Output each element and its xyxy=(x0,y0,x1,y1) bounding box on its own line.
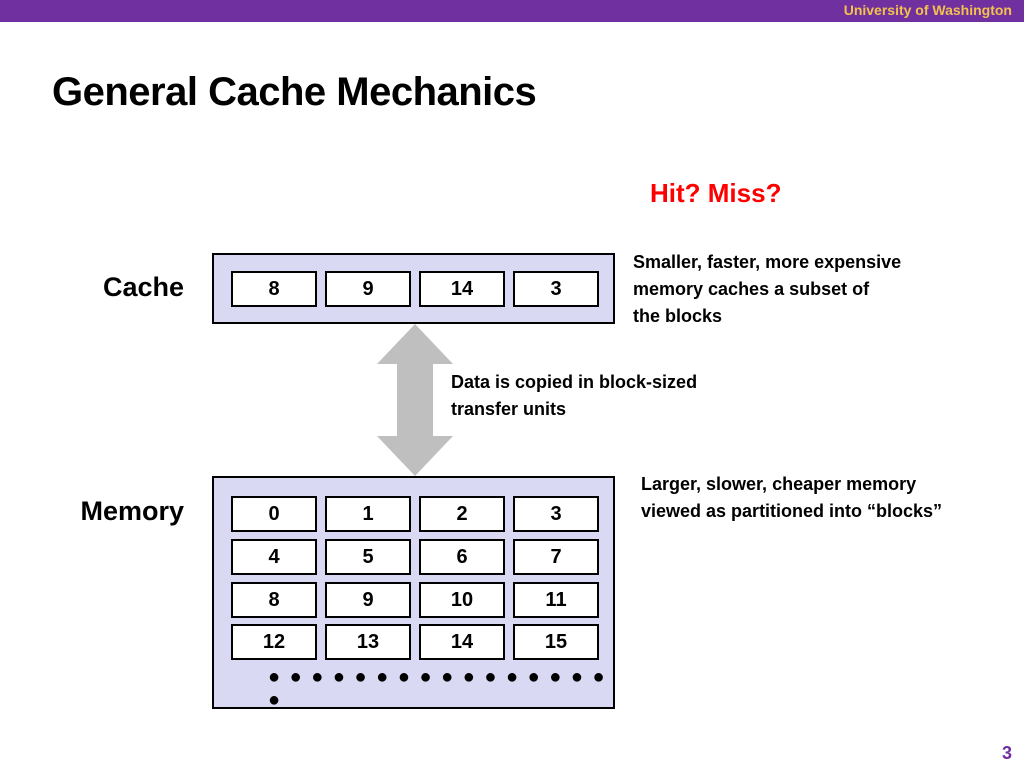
institution-name: University of Washington xyxy=(843,2,1012,18)
double-arrow-icon xyxy=(377,324,453,476)
header-bar: University of Washington xyxy=(0,0,1024,22)
memory-panel: 0 1 2 3 4 5 6 7 8 9 10 11 12 13 14 15 xyxy=(212,476,615,709)
page-number: 3 xyxy=(1001,743,1012,763)
memory-block: 14 xyxy=(419,624,505,660)
cache-block: 8 xyxy=(231,271,317,307)
memory-block: 15 xyxy=(513,624,599,660)
memory-block: 7 xyxy=(513,539,599,575)
cache-description-line: Smaller, faster, more expensive xyxy=(633,252,902,272)
memory-block: 5 xyxy=(325,539,411,575)
hit-miss-question: Hit? Miss? xyxy=(650,178,782,208)
memory-block: 4 xyxy=(231,539,317,575)
memory-block: 11 xyxy=(513,582,599,618)
cache-description-line: the blocks xyxy=(633,306,723,326)
cache-block: 3 xyxy=(513,271,599,307)
slide-title: General Cache Mechanics xyxy=(52,70,537,114)
cache-description-line: memory caches a subset of xyxy=(633,279,870,299)
cache-block: 9 xyxy=(325,271,411,307)
memory-description-line: viewed as partitioned into “blocks” xyxy=(641,501,943,521)
memory-block: 8 xyxy=(231,582,317,618)
memory-block: 9 xyxy=(325,582,411,618)
memory-block: 3 xyxy=(513,496,599,532)
memory-block: 13 xyxy=(325,624,411,660)
memory-block: 6 xyxy=(419,539,505,575)
transfer-description: Data is copied in block-sized transfer u… xyxy=(451,369,697,423)
memory-label: Memory xyxy=(80,496,184,526)
memory-block: 1 xyxy=(325,496,411,532)
transfer-description-line: Data is copied in block-sized xyxy=(451,372,698,392)
transfer-description-line: transfer units xyxy=(451,399,567,419)
cache-panel: 8 9 14 3 xyxy=(212,253,615,324)
memory-block: 0 xyxy=(231,496,317,532)
memory-description-line: Larger, slower, cheaper memory xyxy=(641,474,917,494)
memory-block: 2 xyxy=(419,496,505,532)
memory-block: 12 xyxy=(231,624,317,660)
cache-label: Cache xyxy=(102,272,184,302)
memory-description: Larger, slower, cheaper memory viewed as… xyxy=(641,471,942,525)
memory-continuation-dots: ● ● ● ● ● ● ● ● ● ● ● ● ● ● ● ● ● xyxy=(268,666,607,711)
memory-block: 10 xyxy=(419,582,505,618)
cache-description: Smaller, faster, more expensive memory c… xyxy=(633,249,901,330)
cache-block: 14 xyxy=(419,271,505,307)
